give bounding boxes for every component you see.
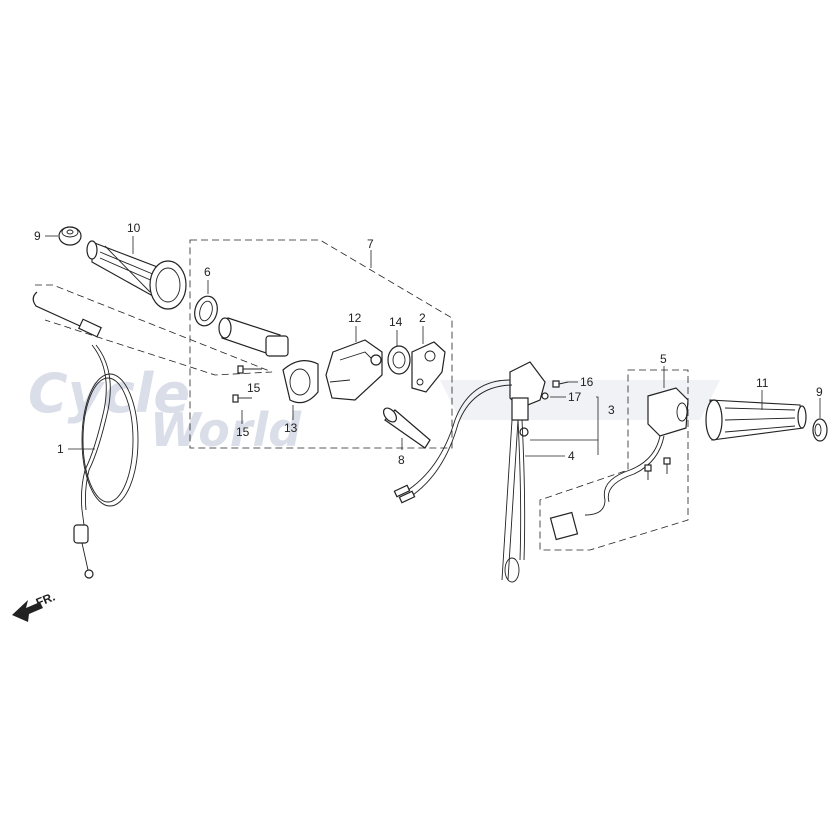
part-3-4-switch-assembly bbox=[393, 361, 546, 583]
part-11-right-grip bbox=[705, 399, 807, 441]
part-5-screw-a bbox=[644, 464, 652, 480]
callout-10: 10 bbox=[127, 221, 141, 235]
part-9-end-weight-right bbox=[812, 418, 828, 442]
part-13-housing-lower bbox=[282, 360, 319, 404]
part-1-throttle-cable bbox=[32, 291, 139, 579]
part-8-boot bbox=[382, 407, 431, 449]
part-throttle-pipe bbox=[218, 317, 289, 357]
part-2-bracket bbox=[411, 341, 446, 393]
callout-9-left: 9 bbox=[34, 229, 41, 243]
callout-6: 6 bbox=[204, 265, 211, 279]
callout-1: 1 bbox=[57, 442, 64, 456]
part-5-right-switch bbox=[549, 387, 689, 541]
part-10-left-grip bbox=[86, 240, 187, 310]
group-5-outline bbox=[539, 369, 689, 551]
part-15-screw-upper bbox=[237, 365, 262, 374]
callout-9-right: 9 bbox=[816, 385, 823, 399]
front-direction-arrow: FR. bbox=[12, 590, 57, 622]
part-12-housing-upper bbox=[325, 339, 383, 401]
watermark-line2: World bbox=[150, 403, 302, 457]
part-15-screw-lower bbox=[232, 394, 252, 403]
callout-17: 17 bbox=[568, 390, 582, 404]
callout-11: 11 bbox=[756, 376, 769, 390]
part-9-end-weight-left bbox=[58, 226, 82, 246]
callout-5: 5 bbox=[660, 352, 667, 366]
part-6-ring bbox=[194, 295, 218, 327]
callout-13: 13 bbox=[284, 421, 298, 435]
front-indicator-label: FR. bbox=[34, 590, 57, 610]
group-7-outline bbox=[189, 239, 453, 449]
callout-15-upper: 15 bbox=[247, 381, 261, 395]
callout-7: 7 bbox=[367, 237, 374, 251]
callout-12: 12 bbox=[348, 311, 362, 325]
callout-14: 14 bbox=[389, 315, 403, 329]
callout-16: 16 bbox=[580, 375, 594, 389]
part-14-pulley bbox=[387, 345, 411, 375]
callout-8: 8 bbox=[398, 453, 405, 467]
part-17-washer bbox=[541, 392, 549, 400]
cable-end-outline bbox=[35, 284, 273, 376]
part-5-screw-b bbox=[663, 457, 671, 474]
callout-15-lower: 15 bbox=[236, 425, 250, 439]
leader-3 bbox=[530, 396, 599, 455]
callout-2: 2 bbox=[419, 311, 426, 325]
callout-4: 4 bbox=[568, 449, 575, 463]
callout-3: 3 bbox=[608, 403, 615, 417]
part-16-screw bbox=[552, 380, 569, 388]
